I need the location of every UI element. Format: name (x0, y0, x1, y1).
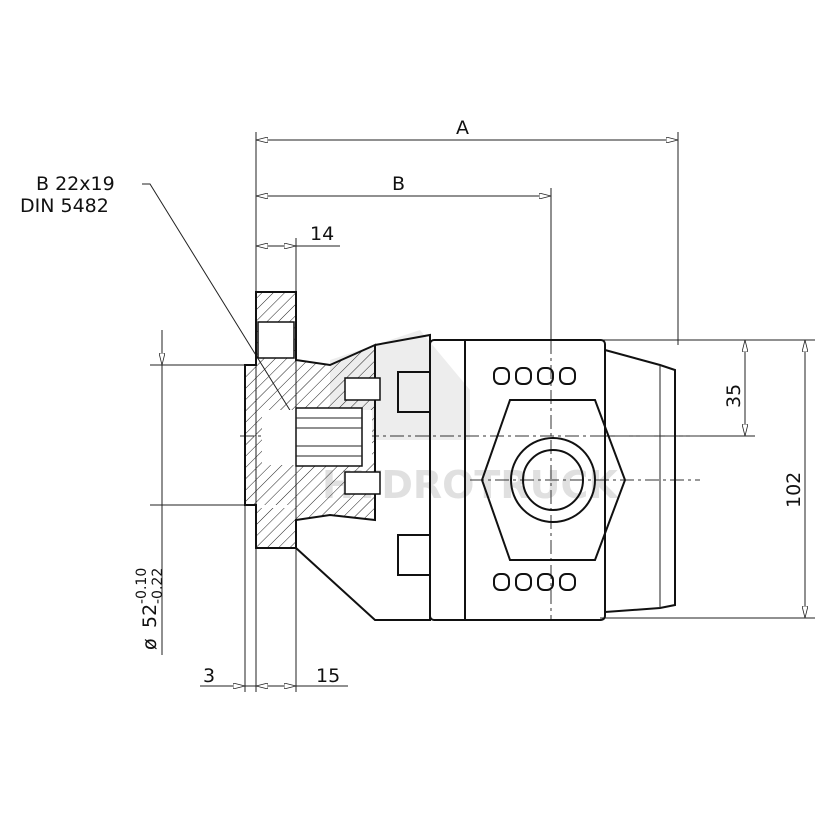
dimension-b-label: B (392, 173, 405, 195)
dimension-14-label: 14 (310, 223, 334, 245)
splined-shaft (295, 377, 381, 495)
diameter-symbol: ø (139, 638, 161, 650)
diameter-dimension-label: ø 52 -0.10 -0.22 (134, 568, 166, 650)
pump-body (429, 339, 676, 621)
dimension-15-label: 15 (316, 665, 340, 687)
cooling-slots-top (493, 367, 576, 385)
dimension-102-label: 102 (783, 472, 805, 508)
port-outer-circle (510, 437, 596, 523)
spline-spec-line2: DIN 5482 (20, 195, 109, 217)
diameter-value: 52 (139, 604, 161, 628)
tolerance-upper: -0.10 (134, 568, 150, 604)
dimension-a-label: A (456, 117, 469, 139)
port-bore (522, 449, 584, 511)
tolerance-lower: -0.22 (150, 568, 166, 604)
port-flange-hexagon (480, 399, 627, 561)
front-cover (295, 333, 431, 621)
cooling-slots-bottom (493, 573, 576, 591)
dimension-35-label: 35 (723, 384, 745, 408)
spline-spec-line1: B 22x19 (36, 173, 115, 195)
dimension-lines (142, 140, 805, 686)
front-bolt-boss-bottom (397, 534, 431, 576)
dimension-3-label: 3 (203, 665, 215, 687)
